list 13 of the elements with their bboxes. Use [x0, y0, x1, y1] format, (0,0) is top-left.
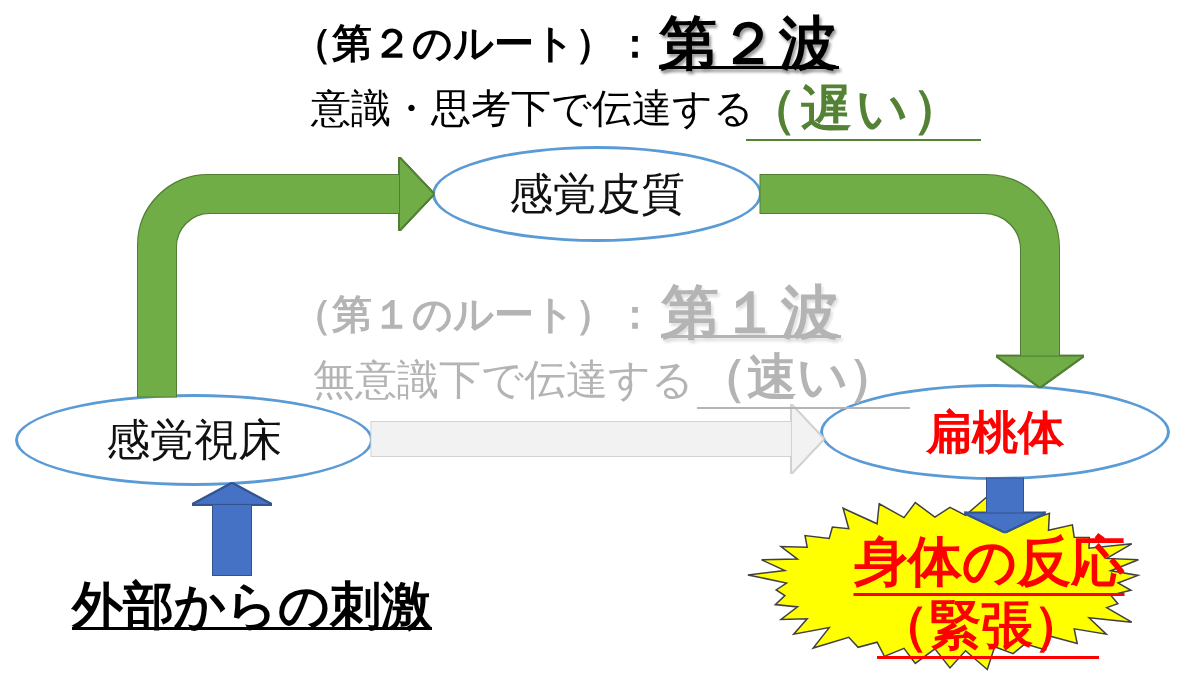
node-label: 身体の反応 — [853, 531, 1125, 597]
route-description: 無意識下で伝達する — [313, 356, 694, 405]
node-label: 感覚皮質 — [509, 168, 685, 220]
wave-heading: 第１波 — [661, 279, 841, 346]
speed-label: （速い） — [697, 349, 910, 409]
route-heading: （第１のルート）： — [292, 291, 655, 337]
stimulus-label: 外部からの刺激 — [72, 575, 432, 637]
node-label: 感覚視床 — [106, 414, 282, 466]
node-label: 扁桃体 — [926, 405, 1064, 459]
wave-heading: 第２波 — [659, 10, 839, 77]
route-heading: （第２のルート）： — [292, 20, 655, 66]
arrow — [371, 404, 824, 474]
node-label: （緊張） — [877, 596, 1099, 659]
